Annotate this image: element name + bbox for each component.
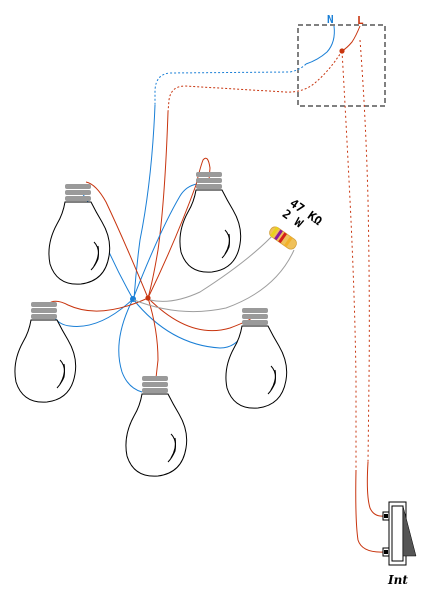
light-bulb-icon: [179, 172, 242, 273]
wall-switch-icon[interactable]: [382, 501, 417, 566]
switch-wire-top: [366, 461, 385, 517]
neutral-to-lamp-3: [54, 298, 134, 327]
line-supply-wire: [341, 25, 361, 52]
neutral-to-lamp-2: [132, 183, 198, 300]
switch-wire-bottom: [355, 469, 385, 553]
junction-box-icon: [297, 24, 386, 107]
resistor-icon: [269, 226, 297, 250]
light-bulb-icon: [14, 302, 77, 403]
line-main-wire: [147, 111, 169, 299]
light-bulb-icon: [125, 376, 188, 477]
line-dotted-run: [167, 50, 343, 113]
switch-label: Int: [387, 573, 408, 587]
line-to-lamp-1: [85, 181, 149, 299]
line-label: L: [357, 14, 364, 27]
resistor-lead-1: [149, 231, 277, 302]
neutral-to-lamp-4: [118, 298, 143, 393]
neutral-dotted-run: [154, 63, 307, 105]
switch-feed-dotted-2: [359, 39, 370, 463]
neutral-label: N: [327, 13, 334, 26]
line-to-lamp-4: [147, 297, 159, 379]
resistor-lead-2: [133, 249, 295, 313]
line-to-lamp-3: [47, 297, 149, 312]
light-bulb-icon: [48, 184, 111, 285]
line-to-lamp-5: [147, 297, 253, 332]
neutral-to-lamp-5: [132, 298, 245, 349]
neutral-main-wire: [133, 104, 156, 300]
light-bulb-icon: [225, 308, 288, 409]
switch-feed-dotted-1: [341, 50, 357, 470]
neutral-supply-wire: [305, 25, 335, 65]
